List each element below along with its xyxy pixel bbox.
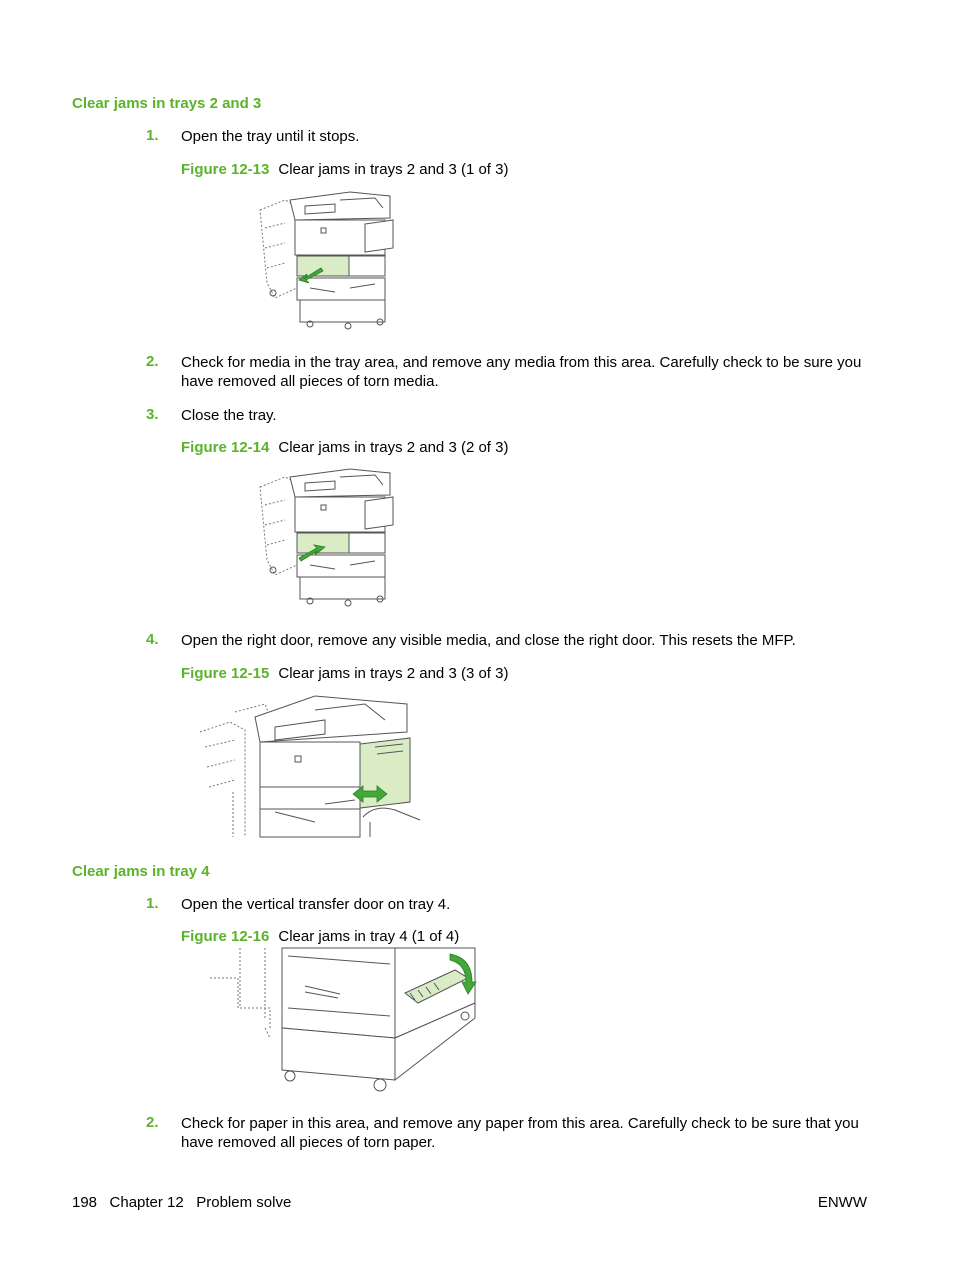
figure-caption-text: Clear jams in trays 2 and 3 (3 of 3)	[278, 665, 509, 682]
section-heading-trays-2-3: Clear jams in trays 2 and 3	[72, 95, 262, 112]
figure-caption: Figure 12-15 Clear jams in trays 2 and 3 …	[181, 665, 508, 682]
step-text: Open the tray until it stops.	[181, 128, 360, 145]
figure-caption-text: Clear jams in trays 2 and 3 (1 of 3)	[278, 161, 509, 178]
figure-label: Figure 12-16	[181, 928, 270, 945]
printer-illustration-tray-close	[259, 468, 394, 607]
step-number: 2.	[146, 353, 159, 370]
printer-illustration-tray-open	[259, 191, 394, 330]
footer-page-info: 198 Chapter 12 Problem solve	[72, 1194, 292, 1211]
figure-label: Figure 12-13	[181, 161, 270, 178]
step-text: Open the right door, remove any visible …	[181, 632, 796, 649]
step-number: 2.	[146, 1114, 159, 1131]
figure-caption: Figure 12-14 Clear jams in trays 2 and 3 …	[181, 439, 508, 456]
figure-caption: Figure 12-13 Clear jams in trays 2 and 3 …	[181, 161, 508, 178]
step-text: Open the vertical transfer door on tray …	[181, 896, 451, 913]
section-heading-tray-4: Clear jams in tray 4	[72, 863, 210, 880]
step-text: Check for media in the tray area, and re…	[181, 354, 862, 390]
printer-illustration-tray4-door	[210, 947, 477, 1092]
footer-doc-code: ENWW	[817, 1194, 867, 1211]
step-number: 3.	[146, 406, 159, 423]
step-number: 1.	[146, 895, 159, 912]
figure-caption-text: Clear jams in tray 4 (1 of 4)	[278, 928, 460, 945]
figure-label: Figure 12-15	[181, 665, 270, 682]
step-text: Close the tray.	[181, 407, 277, 424]
step-text: Check for paper in this area, and remove…	[181, 1115, 859, 1151]
figure-label: Figure 12-14	[181, 439, 270, 456]
figure-caption: Figure 12-16 Clear jams in tray 4 (1 of 4…	[181, 928, 459, 945]
printer-illustration-right-door	[199, 695, 421, 838]
figure-caption-text: Clear jams in trays 2 and 3 (2 of 3)	[278, 439, 509, 456]
step-number: 1.	[146, 127, 159, 144]
step-number: 4.	[146, 631, 159, 648]
